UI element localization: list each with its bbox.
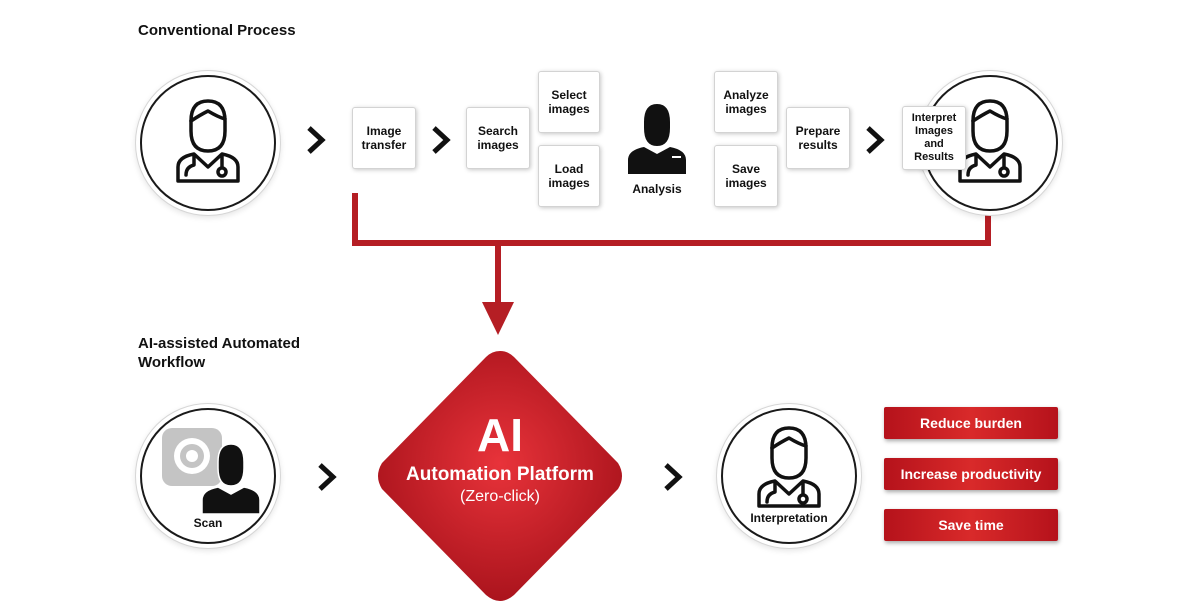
merge-connector <box>352 193 991 335</box>
step-prepare-results: Prepare results <box>786 107 850 169</box>
scan-label: Scan <box>193 516 223 530</box>
doctor-circle-start <box>140 75 276 211</box>
benefit-save-time: Save time <box>884 509 1058 541</box>
step-save-images: Save images <box>714 145 778 207</box>
ai-platform-label: Automation Platform <box>406 464 594 485</box>
step-select-images: Select images <box>538 71 600 133</box>
analysis-label: Analysis <box>632 182 682 196</box>
arrow-down-icon <box>482 302 514 335</box>
interpretation-label: Interpretation <box>750 511 828 525</box>
ai-zero-click: (Zero-click) <box>460 488 540 505</box>
analyst-icon <box>628 104 686 174</box>
chevron-right-icon <box>664 463 683 491</box>
chevron-right-icon <box>432 126 451 154</box>
interpretation-circle: Interpretation <box>721 408 857 544</box>
step-load-images: Load images <box>538 145 600 207</box>
automated-title: AI-assisted Automated Workflow <box>138 335 300 371</box>
conventional-title: Conventional Process <box>138 22 296 39</box>
chevron-right-icon <box>307 126 326 154</box>
benefit-reduce-burden: Reduce burden <box>884 407 1058 439</box>
doctor-icon <box>757 426 821 508</box>
technician-icon <box>201 443 261 514</box>
step-analyze-images: Analyze images <box>714 71 778 133</box>
chevron-right-icon <box>318 463 337 491</box>
ai-headline: AI <box>477 409 523 461</box>
scan-circle: Scan <box>140 408 276 544</box>
ct-scanner-icon <box>162 428 222 486</box>
ai-platform-diamond <box>378 351 622 601</box>
doctor-icon <box>176 99 240 183</box>
step-search-images: Search images <box>466 107 530 169</box>
chevron-right-icon <box>866 126 885 154</box>
benefit-increase-productivity: Increase productivity <box>884 458 1058 490</box>
step-image-transfer: Image transfer <box>352 107 416 169</box>
step-interpret: Interpret Images and Results <box>902 106 966 170</box>
